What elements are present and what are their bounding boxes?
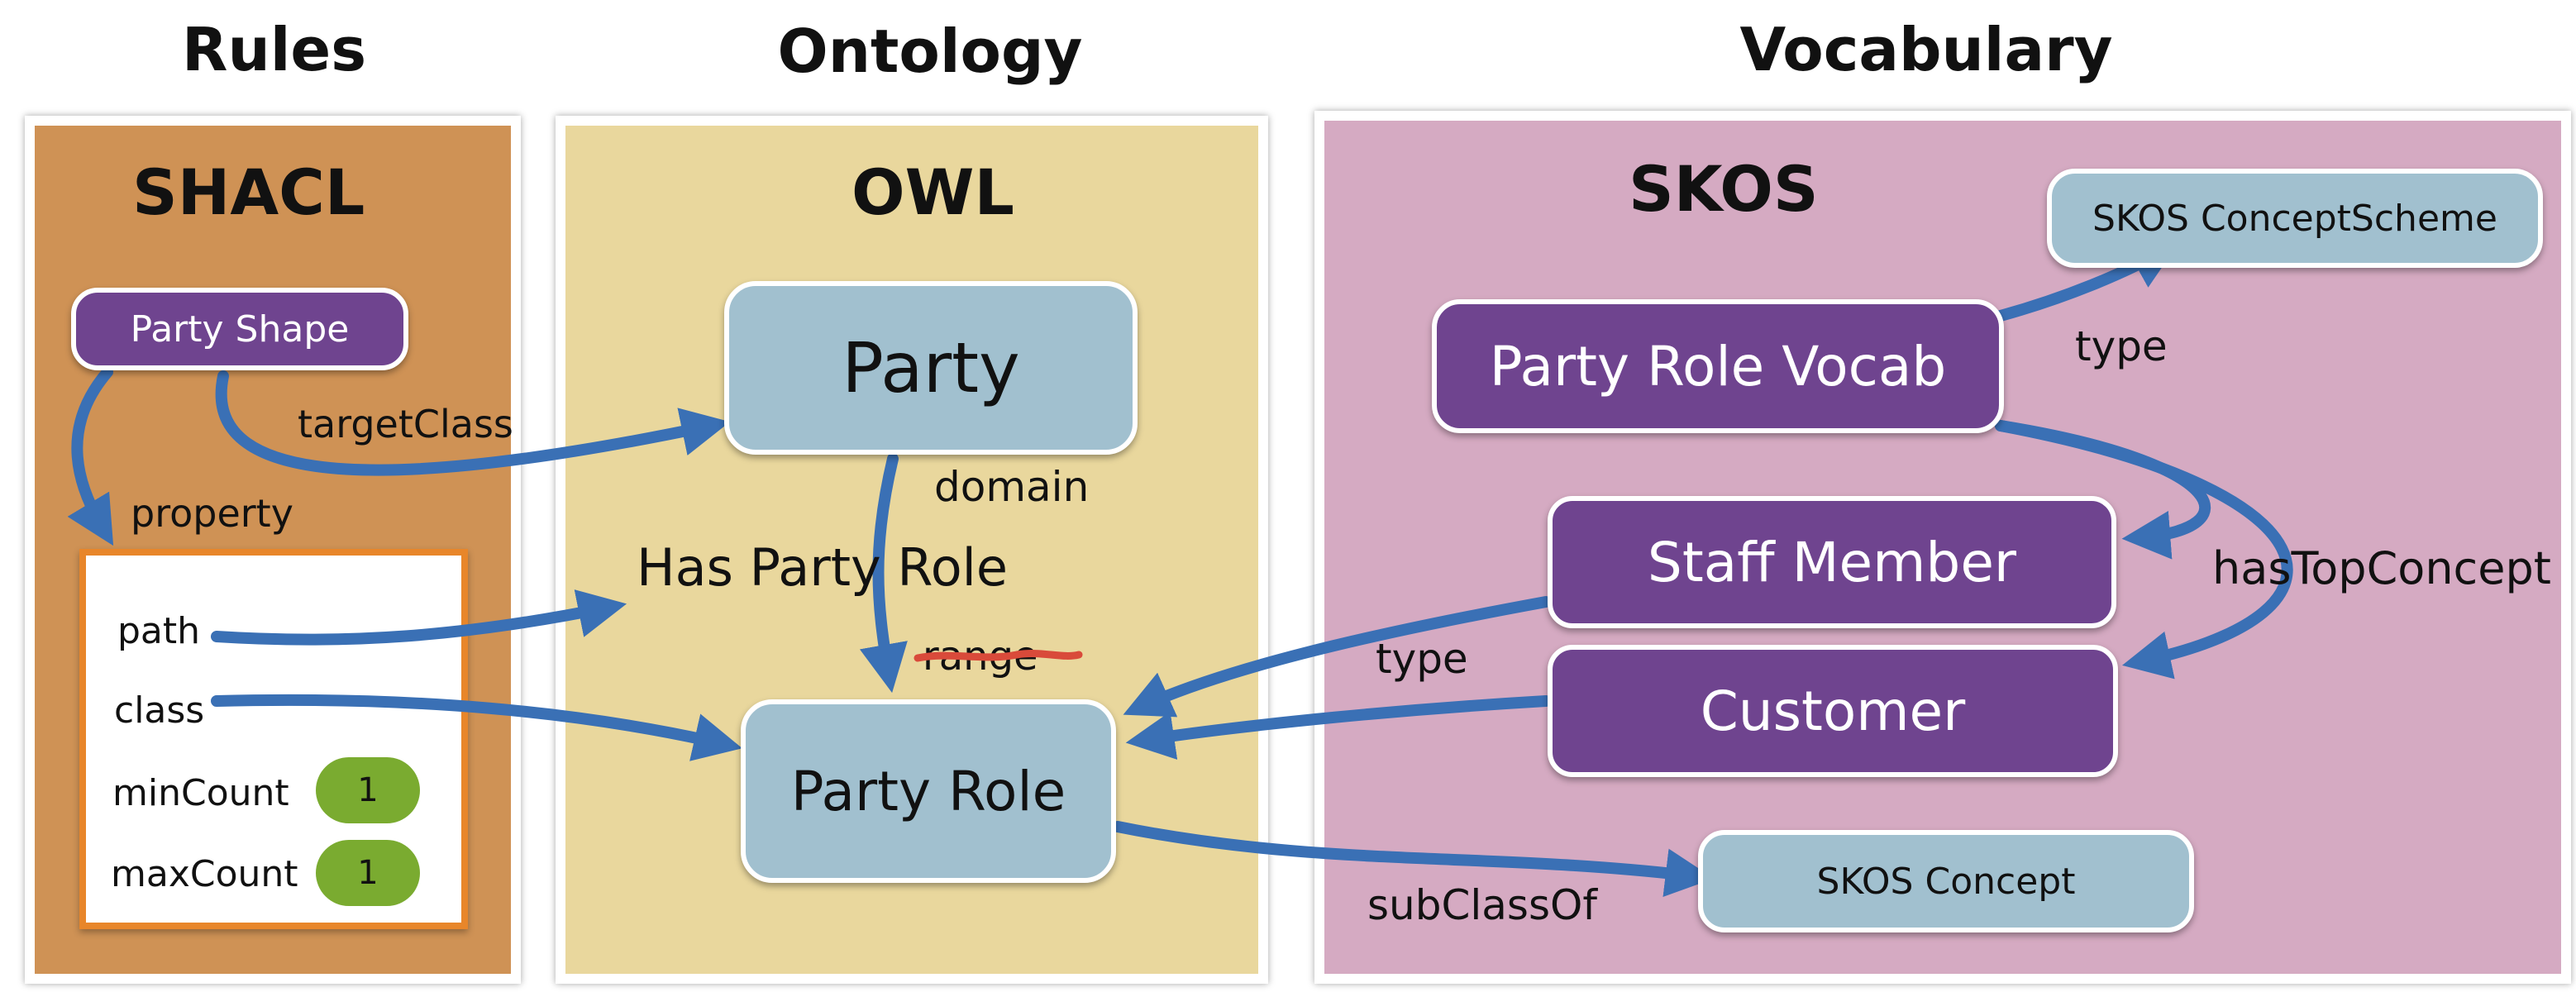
property-label: property [131,491,293,536]
edge-class [211,694,742,761]
edge-domain [859,453,908,694]
sub-class-of-label: subClassOf [1367,881,1597,929]
heading-rules: Rules [182,15,367,84]
skos-concept-scheme-node[interactable]: SKOS ConceptScheme [2047,169,2543,268]
party-role-vocab-node[interactable]: Party Role Vocab [1432,299,2004,433]
edge-sub-class-of [1112,821,1715,897]
party-role-node[interactable]: Party Role [741,699,1116,883]
party-shape-node[interactable]: Party Shape [71,288,408,370]
edge-top-concept-customer [1995,420,2293,680]
skos-concept-node[interactable]: SKOS Concept [1698,830,2194,932]
has-party-role-label: Has Party Role [637,537,1009,598]
shacl-title: SHACL [132,155,365,229]
edge-target-class [215,370,731,476]
min-count-badge: 1 [316,757,420,823]
edge-type-staff [1123,596,1552,718]
edge-path [211,589,627,646]
has-top-concept-label: hasTopConcept [2212,542,2551,594]
staff-member-node[interactable]: Staff Member [1548,496,2116,628]
owl-title: OWL [852,155,1014,229]
heading-vocabulary: Vocabulary [1739,15,2113,84]
class-label: class [114,689,205,732]
customer-node[interactable]: Customer [1548,645,2118,777]
party-node[interactable]: Party [724,281,1138,455]
domain-label: domain [934,463,1090,511]
min-count-label: minCount [112,772,289,814]
target-class-label: targetClass [298,402,513,446]
skos-title: SKOS [1629,152,1819,226]
type-role-label: type [1376,635,1468,683]
path-label: path [117,610,201,652]
max-count-badge: 1 [316,840,420,906]
type-scheme-label: type [2075,322,2168,370]
edge-property [67,366,114,546]
edge-type-customer [1125,695,1552,760]
heading-ontology: Ontology [777,17,1083,86]
max-count-label: maxCount [111,853,298,895]
